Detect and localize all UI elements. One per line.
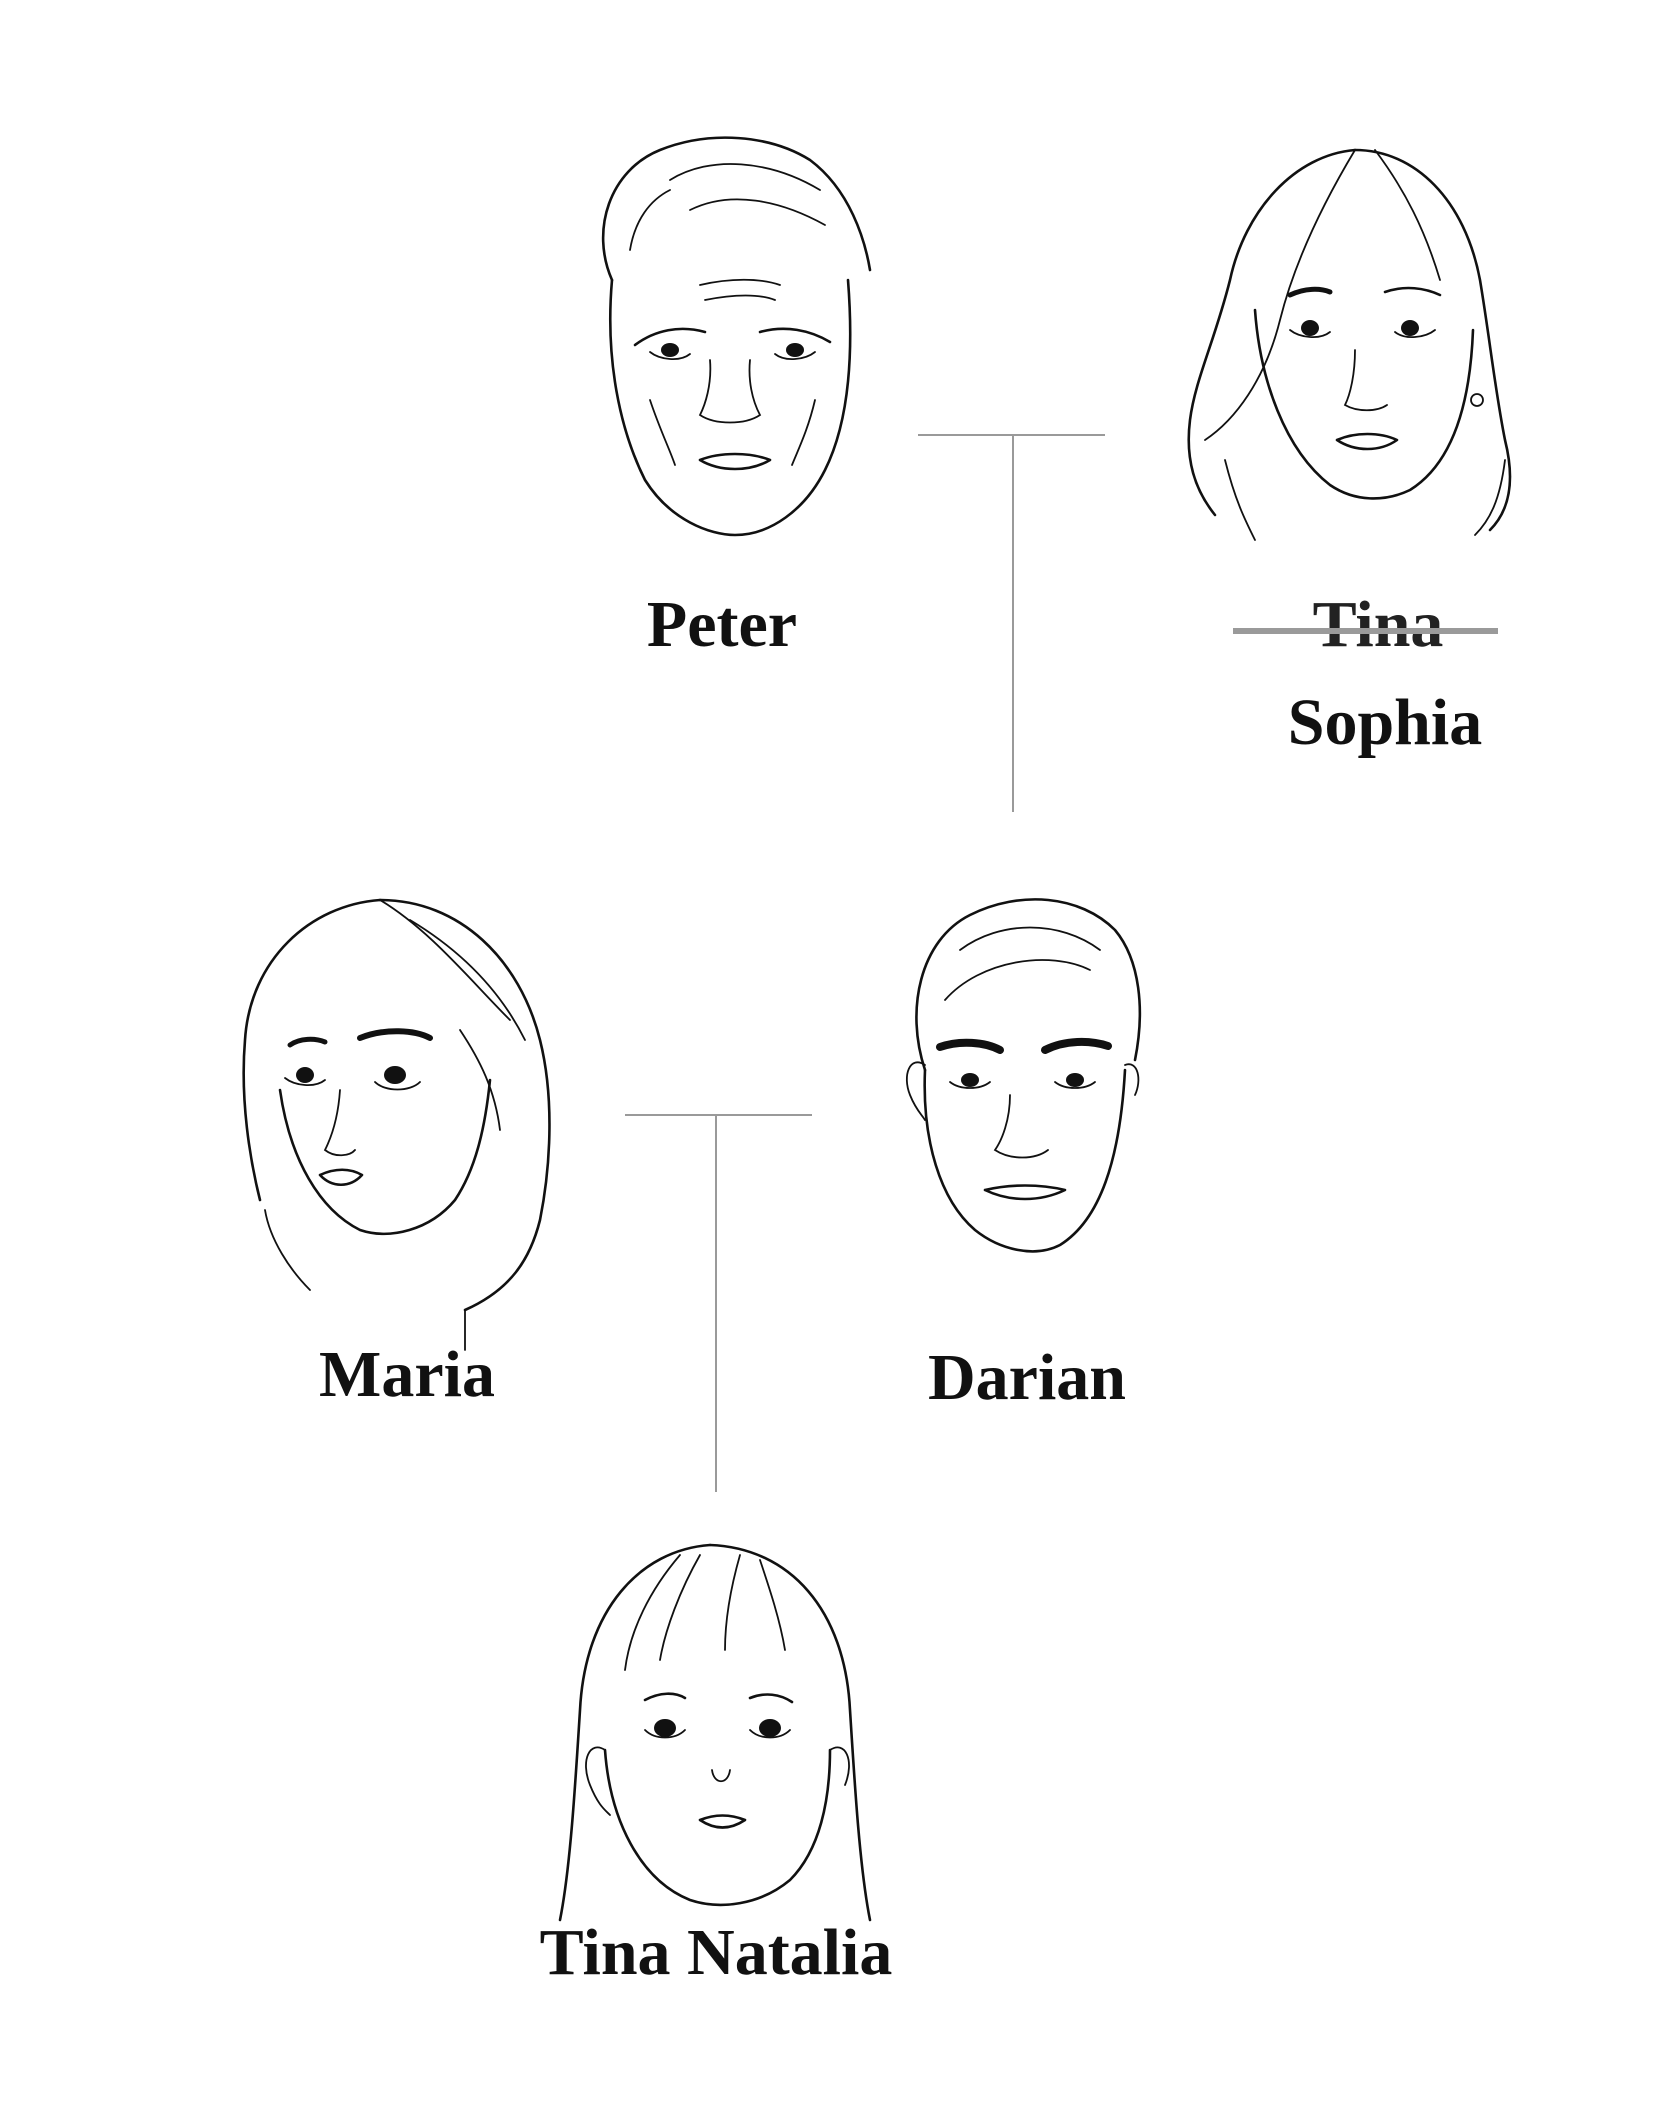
peter-name-label: Peter <box>646 588 798 661</box>
maria-portrait <box>242 898 551 1351</box>
darian-portrait <box>905 898 1142 1253</box>
darian-name-label: Darian <box>928 1341 1126 1414</box>
maria-name-label: Maria <box>319 1338 495 1411</box>
sophia-old-name-label: Tina <box>1312 588 1444 661</box>
sophia-name-label: Sophia <box>1287 686 1483 759</box>
tina-natalia-portrait <box>558 1543 872 1922</box>
strikethrough-line <box>1233 628 1498 634</box>
connector-maria-darian <box>625 1114 812 1492</box>
tina-natalia-name-label: Tina Natalia <box>539 1916 893 1989</box>
connector-peter-sophia <box>918 434 1105 812</box>
peter-portrait <box>601 136 872 537</box>
sophia-portrait <box>1187 148 1512 541</box>
